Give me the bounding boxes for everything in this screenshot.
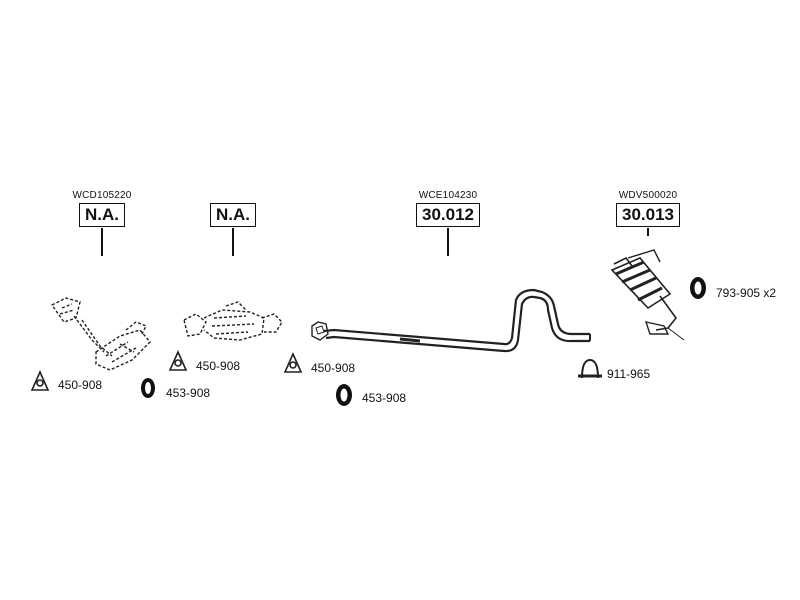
part-number: 453-908 xyxy=(362,391,407,405)
clamp-icon xyxy=(578,358,602,379)
part-number: 450-908 xyxy=(311,361,356,375)
leader-line xyxy=(232,228,234,256)
gasket-icon xyxy=(168,350,188,371)
assembly-ref: WCE104230 xyxy=(418,190,478,201)
part-number: 450-908 xyxy=(58,378,103,392)
assembly-label: 30.012 xyxy=(416,203,480,227)
part-number: 793-905 x2 xyxy=(716,286,777,300)
gasket-icon xyxy=(30,370,50,391)
catalytic-converter-rear xyxy=(183,301,283,341)
part-number: 453-908 xyxy=(166,386,211,400)
leader-line xyxy=(101,228,103,256)
assembly-label: N.A. xyxy=(210,203,256,227)
assembly-label: N.A. xyxy=(79,203,125,227)
gasket-icon xyxy=(283,352,303,373)
rubber-mount-icon xyxy=(690,277,706,299)
front-pipe xyxy=(311,288,591,353)
rear-silencer xyxy=(610,249,685,341)
part-number: 911-965 xyxy=(607,367,651,381)
assembly-label: 30.013 xyxy=(616,203,680,227)
leader-line xyxy=(447,228,449,256)
leader-line xyxy=(647,228,649,236)
rubber-mount-icon xyxy=(336,384,352,406)
part-number: 450-908 xyxy=(196,359,241,373)
assembly-ref: WCD105220 xyxy=(72,190,132,201)
assembly-ref: WDV500020 xyxy=(618,190,678,201)
catalytic-converter-front xyxy=(50,297,151,371)
rubber-mount-icon xyxy=(141,378,155,398)
